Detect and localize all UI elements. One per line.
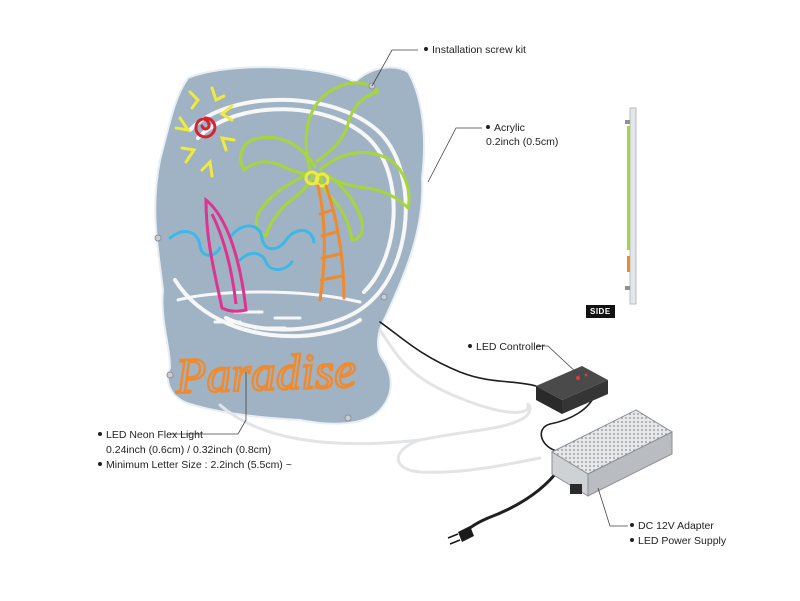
bullet-dot <box>486 125 490 130</box>
side-view <box>625 107 637 305</box>
palm-trunk-neon <box>316 184 346 302</box>
min-letter-text: Minimum Letter Size : 2.2inch (5.5cm) ~ <box>106 459 292 471</box>
bullet-dot <box>98 432 102 437</box>
bullet-dot <box>630 523 634 528</box>
label-led-flex: LED Neon Flex Light 0.24inch (0.6cm) / 0… <box>98 428 292 473</box>
palm-leaves-neon <box>239 81 411 242</box>
power-supply-text: LED Power Supply <box>638 535 727 547</box>
bullet-dot <box>468 344 472 349</box>
label-acrylic: Acrylic 0.2inch (0.5cm) <box>486 121 558 149</box>
led-flex-title-text: LED Neon Flex Light <box>106 429 203 441</box>
acrylic-title-text: Acrylic <box>494 122 525 134</box>
side-badge: SIDE <box>586 305 615 318</box>
sun-neon <box>174 86 236 178</box>
led-controller <box>536 366 608 414</box>
led-controller-text: LED Controller <box>476 341 545 353</box>
led-flex-size-text: 0.24inch (0.6cm) / 0.32inch (0.8cm) <box>106 444 272 456</box>
power-plug <box>447 526 474 545</box>
coconuts-neon <box>304 170 330 188</box>
label-screw-kit: Installation screw kit <box>424 43 526 57</box>
acrylic-size-text: 0.2inch (0.5cm) <box>486 136 559 148</box>
label-adapter: DC 12V Adapter LED Power Supply <box>630 519 726 549</box>
label-led-controller: LED Controller <box>468 340 545 354</box>
surfboard-neon <box>204 196 248 313</box>
waves-neon <box>168 224 316 271</box>
bullet-dot <box>630 538 634 543</box>
power-adapter <box>550 409 674 497</box>
leader-lines <box>170 49 628 527</box>
beach-lines <box>176 290 362 330</box>
screws <box>154 82 388 422</box>
sign-text-neon: Paradise <box>174 342 357 404</box>
cables <box>218 321 597 538</box>
dc-adapter-text: DC 12V Adapter <box>638 520 714 532</box>
screw-kit-text: Installation screw kit <box>432 44 526 56</box>
acrylic-backboard <box>154 66 425 425</box>
bullet-dot <box>98 462 102 467</box>
circle-frame-neon <box>173 97 408 339</box>
bullet-dot <box>424 47 428 52</box>
